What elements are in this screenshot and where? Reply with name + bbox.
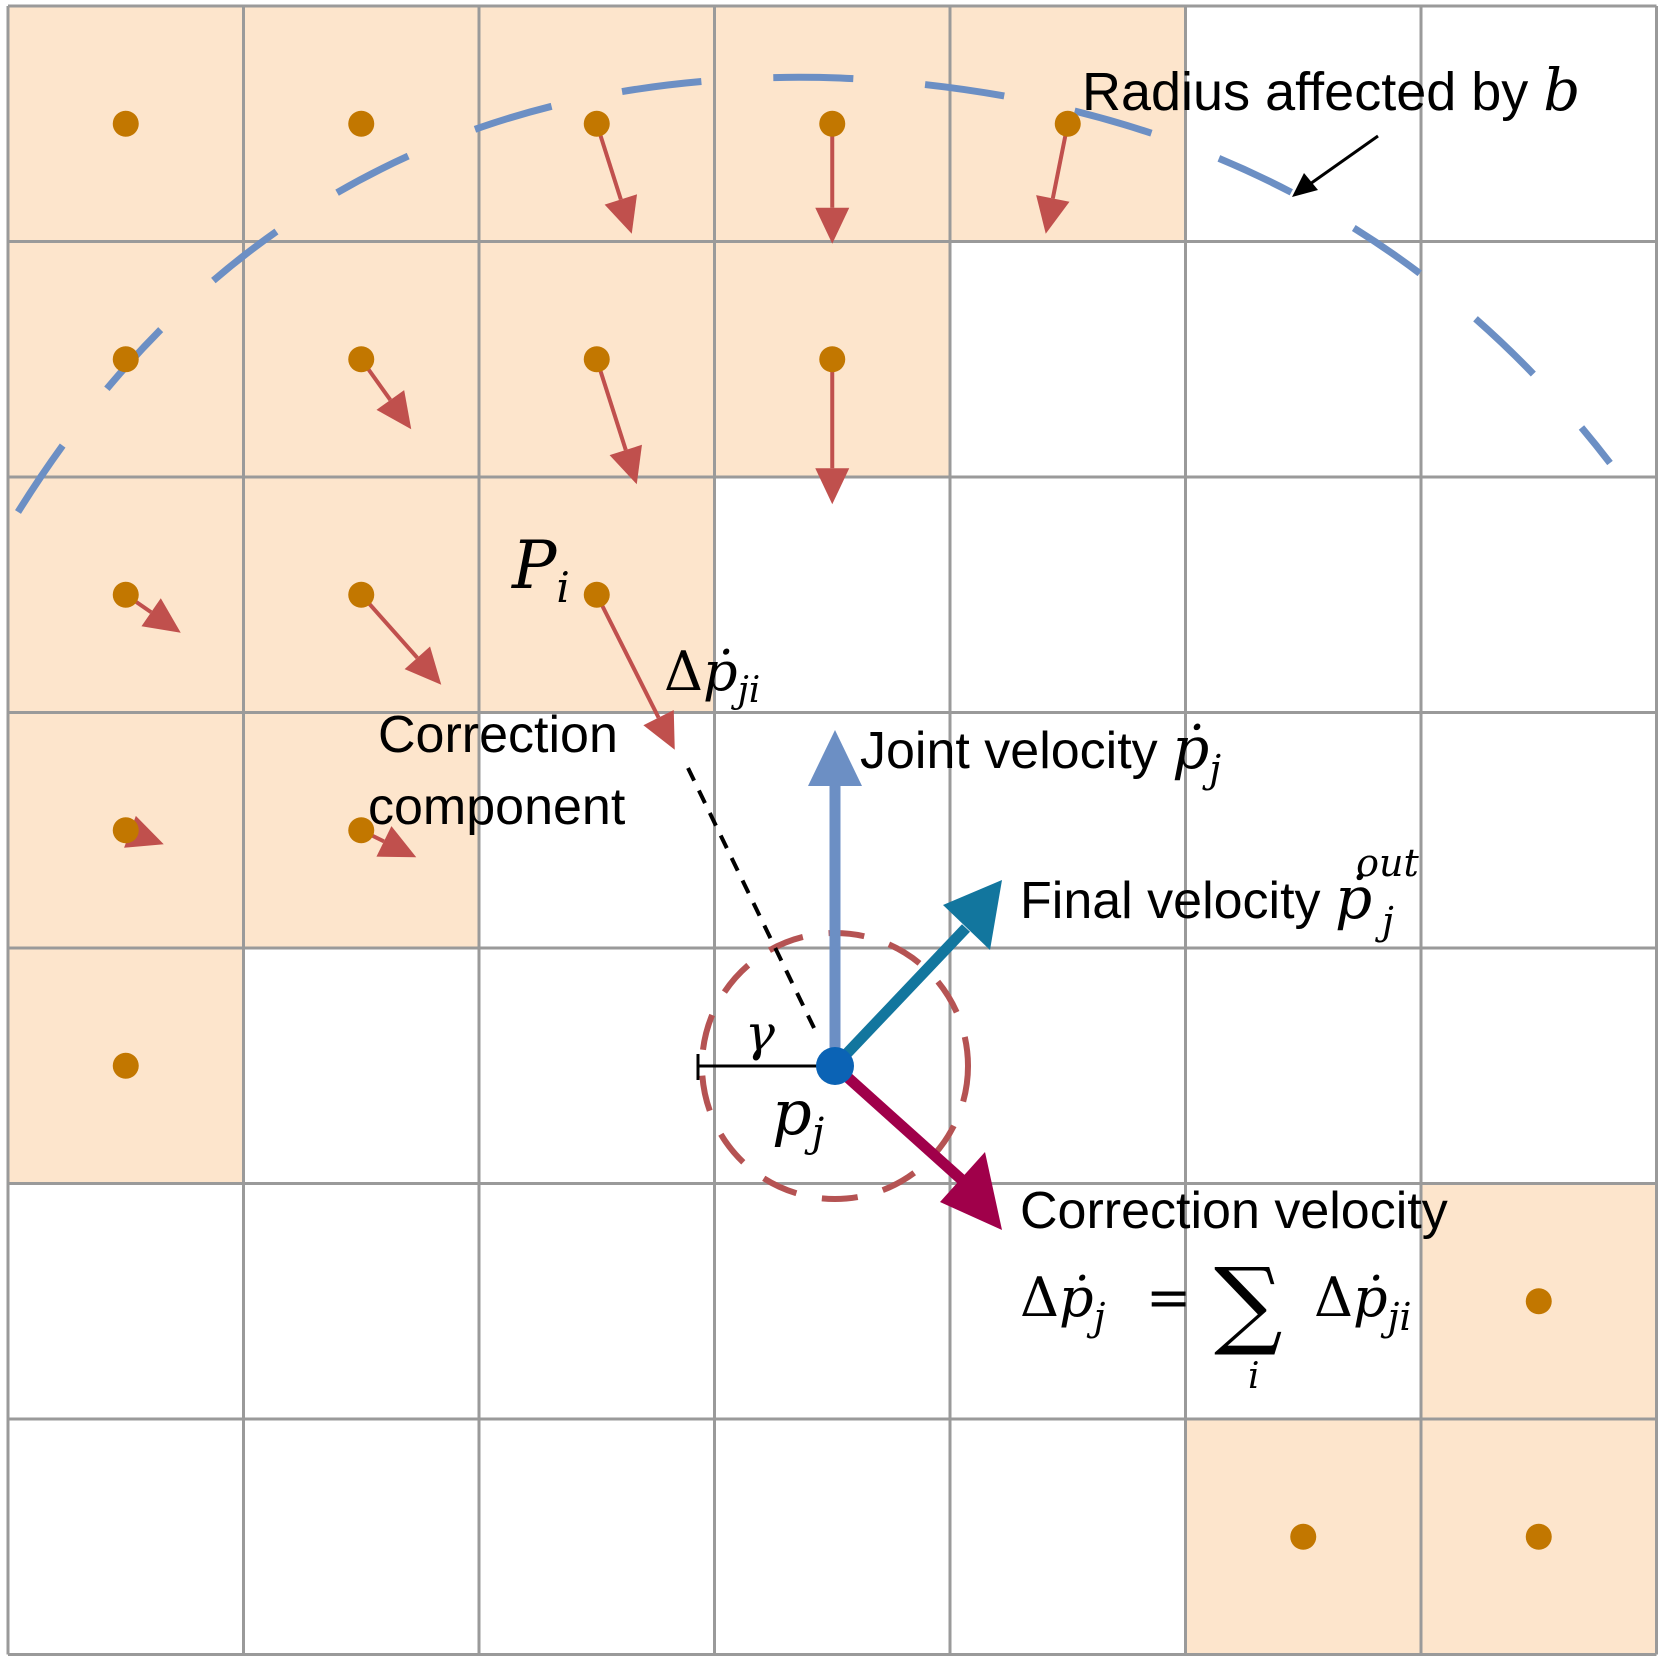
particle-dot: [112, 346, 139, 373]
particle-dot: [1525, 1288, 1552, 1315]
particle-dot: [348, 817, 375, 844]
final-velocity-arrow: [831, 880, 1002, 1070]
svg-text:Δṗji: Δṗji: [1314, 1266, 1412, 1339]
svg-text:∑: ∑: [1214, 1247, 1283, 1359]
correction-component-arrow: [815, 359, 850, 505]
particle-dot: [348, 581, 375, 608]
particle-dot: [112, 110, 139, 137]
particle-dot: [112, 817, 139, 844]
correction-component-label-line2: component: [368, 778, 626, 836]
delta-p-ji-label: Δṗji: [664, 640, 760, 711]
svg-text:Δṗj: Δṗj: [1020, 1266, 1106, 1339]
particle-dot: [1290, 1523, 1317, 1550]
correction-component-arrow: [594, 123, 638, 234]
radius-dashed-arc: [15, 73, 1613, 514]
correction-component-arrow: [594, 358, 642, 485]
correction-component-label-line1: Correction: [378, 706, 618, 764]
particle-dot: [112, 581, 139, 608]
correction-component-arrow: [815, 123, 850, 244]
joint-velocity-arrow: [808, 730, 862, 1066]
svg-text:=: =: [1146, 1266, 1191, 1329]
gamma-label: γ: [745, 1004, 775, 1062]
joint-point: [816, 1047, 854, 1085]
correction-velocity-label: Correction velocity: [1020, 1182, 1448, 1240]
particle-dot: [348, 346, 375, 373]
particle-dot: [112, 1052, 139, 1079]
particle-dot: [819, 346, 846, 373]
particle-dot: [348, 110, 375, 137]
particle-dot: [1054, 110, 1081, 137]
correction-component-arrows: [124, 123, 1070, 858]
particle-dot: [819, 110, 846, 137]
joint-velocity-label: Joint velocity ṗj: [860, 714, 1221, 791]
correction-component-arrow: [359, 593, 442, 685]
particle-dot: [583, 346, 610, 373]
correction-velocity-arrow: [831, 1061, 1002, 1230]
correction-component-arrow: [594, 593, 675, 750]
radius-pointer-arrow: [1292, 134, 1379, 197]
particles: [112, 110, 1552, 1550]
grid-lines: [6, 4, 1658, 1656]
final-velocity-sub: j: [1375, 899, 1394, 943]
particle-dot: [1525, 1523, 1552, 1550]
correction-velocity-formula: Δṗj = ∑ i Δṗji: [1020, 1247, 1412, 1397]
particle-dot: [583, 110, 610, 137]
svg-text:i: i: [1248, 1356, 1260, 1397]
final-velocity-label: Final velocity ṗout: [1020, 841, 1419, 932]
correction-component-dashed-line: [686, 767, 817, 1031]
particle-dot: [583, 581, 610, 608]
joint-label: pj: [772, 1076, 824, 1156]
radius-label: Radius affected by b: [1082, 56, 1580, 124]
particle-label: Pi: [511, 527, 570, 612]
